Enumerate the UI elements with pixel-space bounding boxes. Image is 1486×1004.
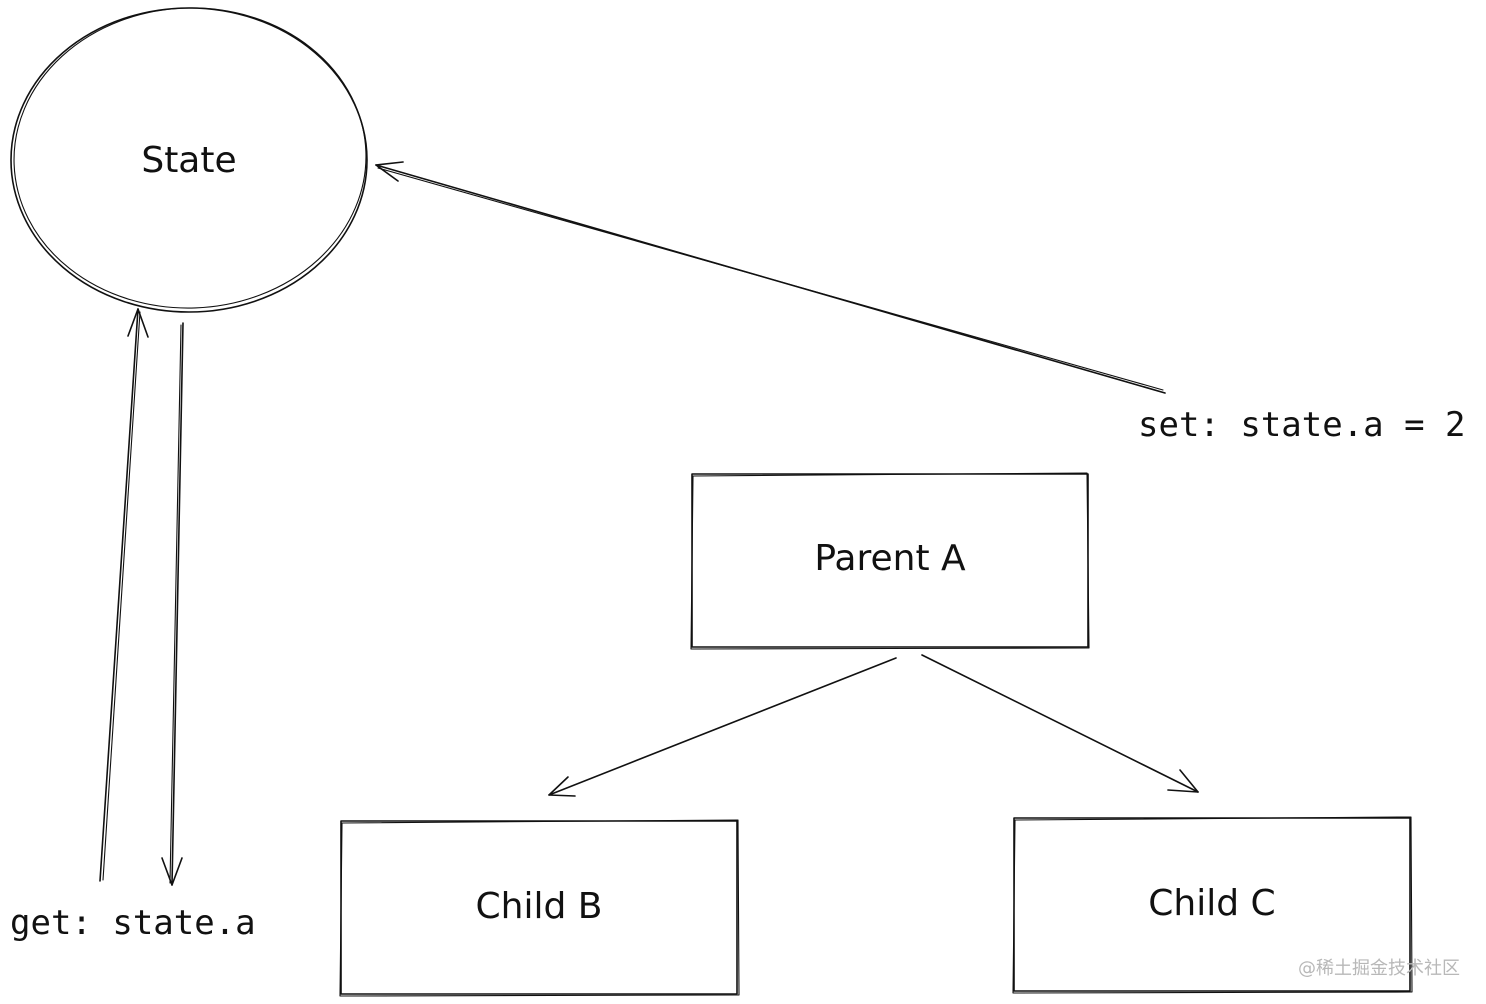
get-annotation: get: state.a bbox=[10, 903, 256, 943]
arrow-line-sketch bbox=[377, 167, 1164, 391]
state-node[interactable]: State bbox=[9, 2, 371, 314]
arrow-head bbox=[1167, 769, 1199, 793]
arrow-head bbox=[375, 161, 404, 182]
arrow-head bbox=[127, 308, 149, 338]
parent-a-node[interactable]: Parent A bbox=[690, 472, 1090, 650]
arrow-parent-to-child-c bbox=[921, 654, 1199, 793]
arrow-line bbox=[171, 322, 184, 886]
arrow-line-sketch bbox=[169, 324, 182, 884]
arrow-set-to-state bbox=[375, 161, 1166, 394]
child-b-label: Child B bbox=[476, 886, 603, 927]
arrow-line bbox=[99, 308, 139, 882]
state-circle-sketch bbox=[13, 7, 367, 309]
child-b-box-sketch bbox=[339, 819, 740, 997]
arrow-head bbox=[161, 857, 183, 886]
arrow-head bbox=[548, 776, 576, 797]
arrow-line-sketch bbox=[102, 311, 141, 881]
arrow-line bbox=[548, 657, 897, 796]
child-c-node[interactable]: Child C bbox=[1012, 816, 1413, 994]
set-annotation: set: state.a = 2 bbox=[1138, 405, 1466, 445]
arrow-state-down bbox=[161, 322, 184, 886]
state-label: State bbox=[141, 140, 236, 181]
parent-a-label: Parent A bbox=[814, 538, 966, 579]
watermark: @稀土掘金技术社区 bbox=[1298, 958, 1460, 979]
child-b-node[interactable]: Child B bbox=[339, 819, 740, 997]
arrow-get-up bbox=[99, 308, 149, 882]
parent-a-box-sketch bbox=[690, 472, 1090, 650]
child-c-box-sketch bbox=[1012, 816, 1413, 994]
arrow-parent-to-child-b bbox=[548, 657, 897, 797]
child-c-label: Child C bbox=[1148, 883, 1275, 924]
arrow-line bbox=[921, 654, 1199, 793]
